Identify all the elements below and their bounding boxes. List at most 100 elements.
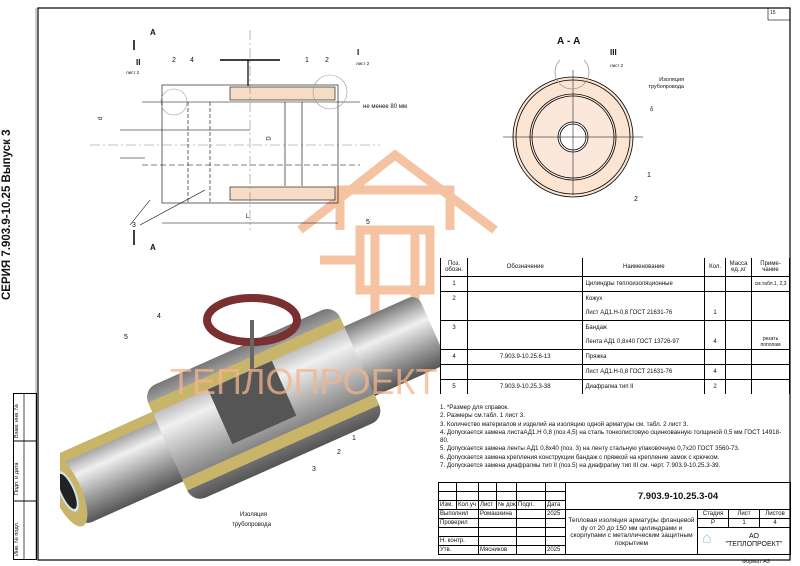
th-name: Наименование xyxy=(582,258,706,277)
watermark-text: ТЕПЛОПРОЕКТ xyxy=(170,361,438,402)
spec-cell-name: Бандаж xyxy=(582,320,706,335)
spec-cell-note xyxy=(751,364,790,380)
section-aa-title: А - А xyxy=(557,36,581,47)
org-line1: АО xyxy=(749,533,759,540)
stamp-replace-inv: Взам. инв. № xyxy=(14,403,20,438)
stamp-inv-orig: Инв. № подл. xyxy=(14,521,20,556)
spec-cell-qty xyxy=(704,291,727,306)
title-block: 7.903.9-10.25.3-04 Изм. Кол.уч Лист № до… xyxy=(438,482,792,555)
role-3: Н. контр. xyxy=(438,536,479,546)
spec-cell-code xyxy=(466,320,584,335)
section-aa-drawing xyxy=(503,60,643,198)
main-drawing xyxy=(90,30,380,245)
detail-III-sheet: лист 2 xyxy=(610,63,624,68)
callout-1: 1 xyxy=(305,57,309,64)
col-izm: Изм. xyxy=(438,500,457,510)
callout-2: 2 xyxy=(325,57,329,64)
notes: 1. *Размер для справок.2. Размеры см.таб… xyxy=(440,404,785,470)
spec-cell-code xyxy=(466,291,584,306)
detail-II-sheet: лист 2 xyxy=(126,70,140,75)
spec-cell-code xyxy=(466,364,584,380)
th-pos: Поз. обозн. xyxy=(440,258,468,277)
spec-cell-name: Пряжка xyxy=(582,349,706,365)
detail-II-label: II xyxy=(136,58,141,67)
spec-cell-pos xyxy=(440,364,468,380)
spec-cell-qty: 1 xyxy=(704,306,727,321)
spec-row: 3 Бандаж xyxy=(440,320,790,335)
spec-cell-qty: 4 xyxy=(704,335,727,350)
spec-cell-name: Лист АД1.Н-0,8 ГОСТ 21631-76 xyxy=(582,364,706,380)
th-code: Обозначение xyxy=(466,258,584,277)
spec-cell-pos: 2 xyxy=(440,291,468,306)
spec-cell-pos: 3 xyxy=(440,320,468,335)
callout-3: 3 xyxy=(132,222,136,229)
spec-cell-name: Диафрагма тип II xyxy=(582,379,706,394)
spec-cell-code xyxy=(466,335,584,350)
note-item: 6. Допускается замена крепления конструк… xyxy=(440,453,720,461)
spec-cell-qty: 4 xyxy=(704,364,727,380)
date-0: 2025 xyxy=(545,509,566,519)
name-4: Мясников xyxy=(478,545,517,555)
spec-cell-note xyxy=(751,291,790,306)
side-stamp xyxy=(13,393,37,560)
spec-cell-pos xyxy=(440,306,468,321)
render-insulation-line1: Изоляция xyxy=(240,512,267,518)
note-item: 1. *Размер для справок. xyxy=(440,404,509,411)
spec-cell-note xyxy=(751,349,790,365)
org-logo-icon: ⌂ xyxy=(702,530,712,547)
dim-min-label: не менее 80 мм xyxy=(363,104,408,110)
stage-value: Р xyxy=(697,518,729,528)
render-callout-5: 5 xyxy=(124,334,128,341)
role-4: Утв. xyxy=(438,545,479,555)
render-callout-1: 1 xyxy=(352,435,356,442)
spec-cell-qty xyxy=(704,276,727,292)
th-mass: Масса ед.,кг xyxy=(725,258,753,277)
spec-cell-note: резать пополам xyxy=(751,335,790,350)
col-date: Дата xyxy=(545,500,566,510)
col-list: Лист xyxy=(478,500,497,510)
section-mark-top: А xyxy=(150,28,156,37)
spec-cell-code: 7.903.9-10.25.6-13 xyxy=(466,349,584,365)
render-callout-2: 2 xyxy=(337,449,341,456)
spec-cell-mass xyxy=(725,349,753,365)
sheet-value: 1 xyxy=(728,518,760,528)
delta-label: δ xyxy=(650,107,654,113)
note-item: 2. Размеры см.табл. 1 лист 3. xyxy=(440,412,525,420)
spec-cell-name: Кожух xyxy=(582,291,706,306)
spec-cell-mass xyxy=(725,306,753,321)
valve-render xyxy=(60,294,440,527)
dim-d-label: d xyxy=(98,116,105,121)
spec-cell-note: см.табл.1, 2,3 xyxy=(751,276,790,292)
spec-cell-mass xyxy=(725,291,753,306)
section-pipe-insulation: Изоляция трубопровода xyxy=(648,77,684,90)
spec-row: 2 Кожух xyxy=(440,291,790,306)
section-mark-bottom: А xyxy=(150,243,156,252)
spec-cell-code xyxy=(466,306,584,321)
col-kol: Кол.уч xyxy=(456,500,479,510)
th-note: Приме-чание xyxy=(751,258,790,277)
doc-code: 7.903.9-10.25.3-04 xyxy=(564,482,792,510)
spec-cell-mass xyxy=(725,379,753,394)
section-callout-2: 2 xyxy=(634,196,638,203)
spec-cell-qty: 2 xyxy=(704,379,727,394)
org-block: ⌂ АО "ТЕПЛОПРОЕКТ" xyxy=(696,527,792,555)
spec-cell-name: Лента АД1 0,8х40 ГОСТ 13726-97 xyxy=(582,335,706,350)
note-item: 5. Допускается замена ленты АД1 0,8х40 (… xyxy=(440,445,740,453)
col-doc: № док xyxy=(496,500,517,510)
th-qty: Кол. xyxy=(704,258,727,277)
spec-cell-qty xyxy=(704,320,727,335)
spec-cell-pos: 5 xyxy=(440,379,468,394)
sheets-value: 4 xyxy=(758,518,792,528)
col-sign: Подп. xyxy=(516,500,546,510)
drawing-title: Тепловая изоляция арматуры фланцевой dy … xyxy=(565,509,698,555)
detail-I-label: I xyxy=(357,48,360,57)
detail-I-sheet: лист 2 xyxy=(356,61,370,66)
section-callout-1: 1 xyxy=(647,172,651,179)
name-0: Ромашкина xyxy=(478,509,517,519)
spec-cell-note xyxy=(751,306,790,321)
org-line2: "ТЕПЛОПРОЕКТ" xyxy=(725,541,783,548)
format-label: Формат А3 xyxy=(742,559,770,565)
